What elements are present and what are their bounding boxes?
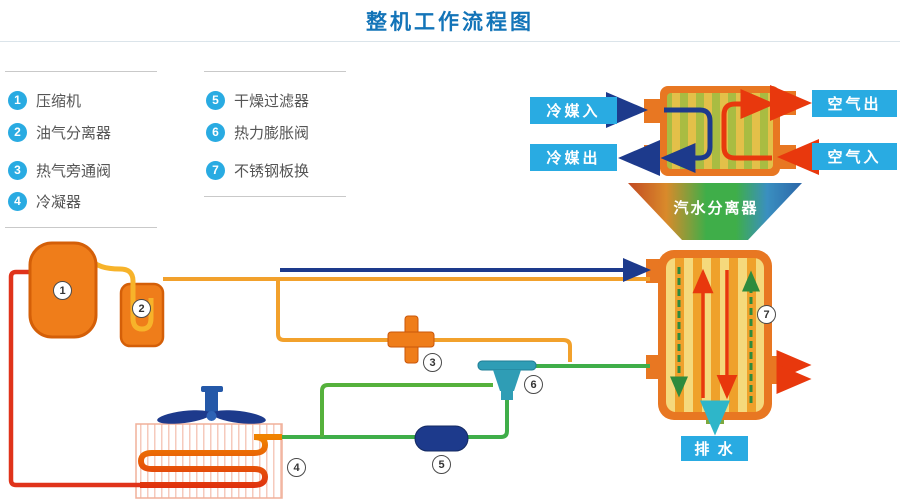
label-drain: 排 水	[681, 436, 748, 461]
legend-col2-top-line	[204, 71, 346, 72]
legend-col1-top-line	[5, 71, 157, 72]
marker-oil-separator: 2	[132, 299, 151, 318]
legend-item-condenser: 4 冷凝器	[8, 191, 81, 211]
bypass-valve	[387, 315, 435, 364]
legend-num-1: 1	[8, 90, 27, 110]
legend-item-expansion-valve: 6 热力膨胀阀	[206, 122, 309, 142]
pipes	[8, 251, 651, 488]
pipe-green-liquid	[282, 399, 509, 439]
marker-expansion-valve: 6	[524, 375, 543, 394]
legend-item-plate-exchanger: 7 不锈钢板换	[206, 160, 309, 180]
legend-num-2: 2	[8, 122, 27, 142]
title-divider	[0, 41, 900, 42]
plate-heat-exchanger	[646, 250, 786, 424]
expansion-valve	[477, 360, 537, 400]
refrigerant-path-arrow	[660, 107, 713, 173]
legend-col1-bottom-line	[5, 227, 157, 228]
label-steam-water-separator: 汽水分离器	[673, 200, 759, 217]
filter-drier-body	[414, 425, 469, 452]
legend-num-4: 4	[8, 191, 27, 211]
legend-label-4: 冷凝器	[36, 193, 82, 211]
legend-label-1: 压缩机	[36, 92, 82, 110]
legend-label-3: 热气旁通阀	[36, 162, 112, 180]
legend-item-compressor: 1 压缩机	[8, 90, 81, 110]
label-air-out: 空气出	[812, 90, 897, 117]
condenser-coil	[137, 434, 282, 488]
air-path-arrow	[721, 89, 776, 161]
marker-compressor: 1	[53, 281, 72, 300]
legend-label-2: 油气分离器	[36, 124, 112, 142]
legend-item-bypass-valve: 3 热气旁通阀	[8, 160, 111, 180]
marker-bypass-valve: 3	[423, 353, 442, 372]
legend-label-7: 不锈钢板换	[234, 162, 310, 180]
legend-item-oil-separator: 2 油气分离器	[8, 122, 111, 142]
legend-num-3: 3	[8, 160, 27, 180]
pipe-compressor-separator	[80, 251, 154, 332]
pipe-green-branch	[320, 383, 493, 437]
pipe-red-discharge	[8, 269, 140, 488]
label-refrigerant-in: 冷媒入	[530, 97, 617, 124]
air-heat-exchanger	[644, 86, 796, 176]
legend-item-filter-drier: 5 干燥过滤器	[206, 90, 309, 110]
legend-label-6: 热力膨胀阀	[234, 124, 310, 142]
marker-plate-exchanger: 7	[757, 305, 776, 324]
label-refrigerant-out: 冷媒出	[530, 144, 617, 171]
steam-water-separator	[628, 183, 802, 240]
condenser-fan	[157, 386, 266, 424]
page-title: 整机工作流程图	[366, 11, 534, 34]
label-air-in: 空气入	[812, 143, 897, 170]
legend-num-6: 6	[206, 122, 225, 142]
legend-num-7: 7	[206, 160, 225, 180]
legend-num-5: 5	[206, 90, 225, 110]
legend-label-5: 干燥过滤器	[234, 92, 310, 110]
marker-filter-drier: 5	[432, 455, 451, 474]
marker-condenser: 4	[287, 458, 306, 477]
pipe-bypass	[276, 281, 572, 362]
legend-col2-bottom-line	[204, 196, 346, 197]
